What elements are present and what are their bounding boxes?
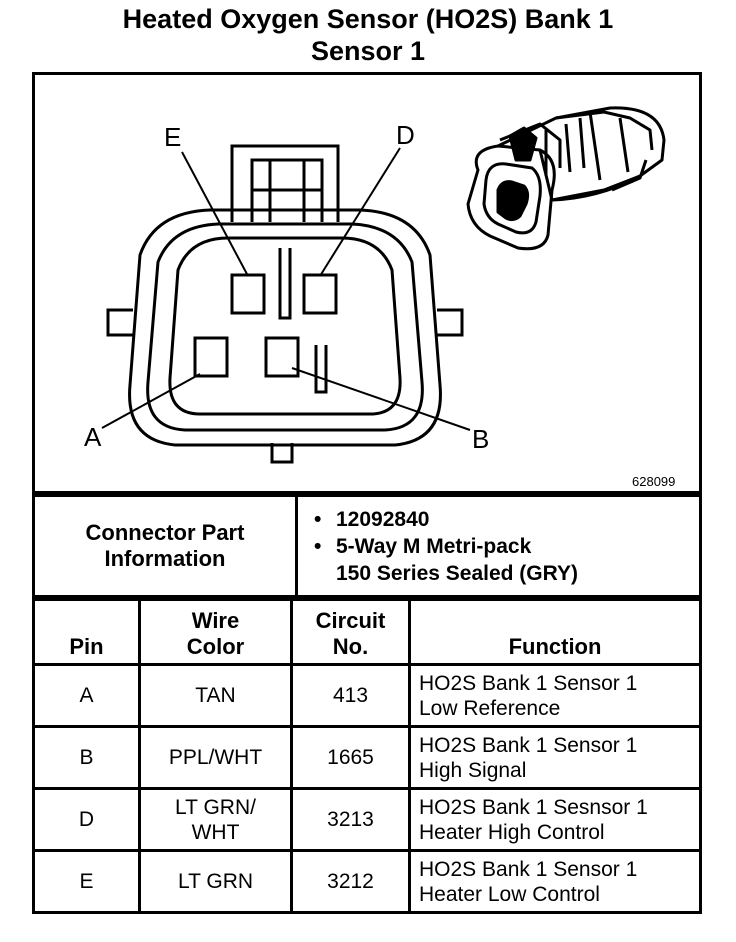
cell-function: HO2S Bank 1 Sesnsor 1 Heater High Contro… [408, 787, 702, 852]
diagram-frame [32, 72, 702, 494]
pin-label-d: D [396, 120, 415, 150]
connector-details: 12092840 5-Way M Metri-pack 150 Series S… [295, 494, 702, 598]
leader-line-d [319, 147, 401, 277]
connector-body-middle [146, 222, 424, 432]
cell-pin: B [32, 725, 141, 790]
pin-cavity-d [302, 273, 338, 315]
connector-description-line-2: 150 Series Sealed (GRY) [336, 561, 579, 585]
connector-body-inner [168, 236, 402, 416]
connector-info-label: Connector Part Information [32, 494, 298, 598]
table-row: D LT GRN/ WHT 3213 HO2S Bank 1 Sesnsor 1… [32, 787, 702, 852]
page-title-line-1: Heated Oxygen Sensor (HO2S) Bank 1 [122, 4, 614, 34]
connector-body-outer [128, 208, 442, 447]
connector-lock-tab [230, 144, 340, 222]
cell-wire-color: TAN [138, 663, 293, 728]
cell-function: HO2S Bank 1 Sensor 1 Heater Low Control [408, 849, 702, 914]
cell-circuit: 1665 [290, 725, 411, 790]
cell-circuit: 3212 [290, 849, 411, 914]
pinout-header-row: Pin Wire Color Circuit No. Function [32, 598, 702, 666]
connector-3d-illustration [466, 106, 666, 251]
cell-function: HO2S Bank 1 Sensor 1 Low Reference [408, 663, 702, 728]
connector-description-line-1: 5-Way M Metri-pack [314, 533, 698, 560]
pin-cavity-b [264, 336, 300, 378]
table-row: A TAN 413 HO2S Bank 1 Sensor 1 Low Refer… [32, 663, 702, 728]
leader-line-a [101, 373, 201, 429]
figure-number: 628099 [632, 474, 676, 489]
leader-line-e [181, 151, 249, 277]
leader-line-b [291, 367, 471, 431]
page-title-line-2: Sensor 1 [310, 36, 426, 66]
cell-wire-color: LT GRN/ WHT [138, 787, 293, 852]
header-function: Function [408, 598, 702, 666]
table-row: E LT GRN 3212 HO2S Bank 1 Sensor 1 Heate… [32, 849, 702, 914]
pin-cavity-e [230, 273, 266, 315]
connector-info-label-text: Connector Part Information [85, 520, 245, 571]
pin-label-b: B [472, 424, 489, 454]
pin-label-a: A [84, 422, 102, 452]
cell-circuit: 413 [290, 663, 411, 728]
cell-wire-color: PPL/WHT [138, 725, 293, 790]
cell-pin: E [32, 849, 141, 914]
header-circuit-no: Circuit No. [290, 598, 411, 666]
cell-function: HO2S Bank 1 Sensor 1 High Signal [408, 725, 702, 790]
cell-pin: A [32, 663, 141, 728]
pinout-table: Pin Wire Color Circuit No. Function A TA… [32, 598, 702, 914]
cell-pin: D [32, 787, 141, 852]
cell-wire-color: LT GRN [138, 849, 293, 914]
pin-cavity-a [193, 336, 229, 378]
cell-circuit: 3213 [290, 787, 411, 852]
connector-info-table: Connector Part Information 12092840 5-Wa… [32, 494, 702, 598]
header-wire-color: Wire Color [138, 598, 293, 666]
pin-label-e: E [164, 122, 181, 152]
table-row: B PPL/WHT 1665 HO2S Bank 1 Sensor 1 High… [32, 725, 702, 790]
part-number: 12092840 [314, 506, 698, 533]
header-pin: Pin [32, 598, 141, 666]
